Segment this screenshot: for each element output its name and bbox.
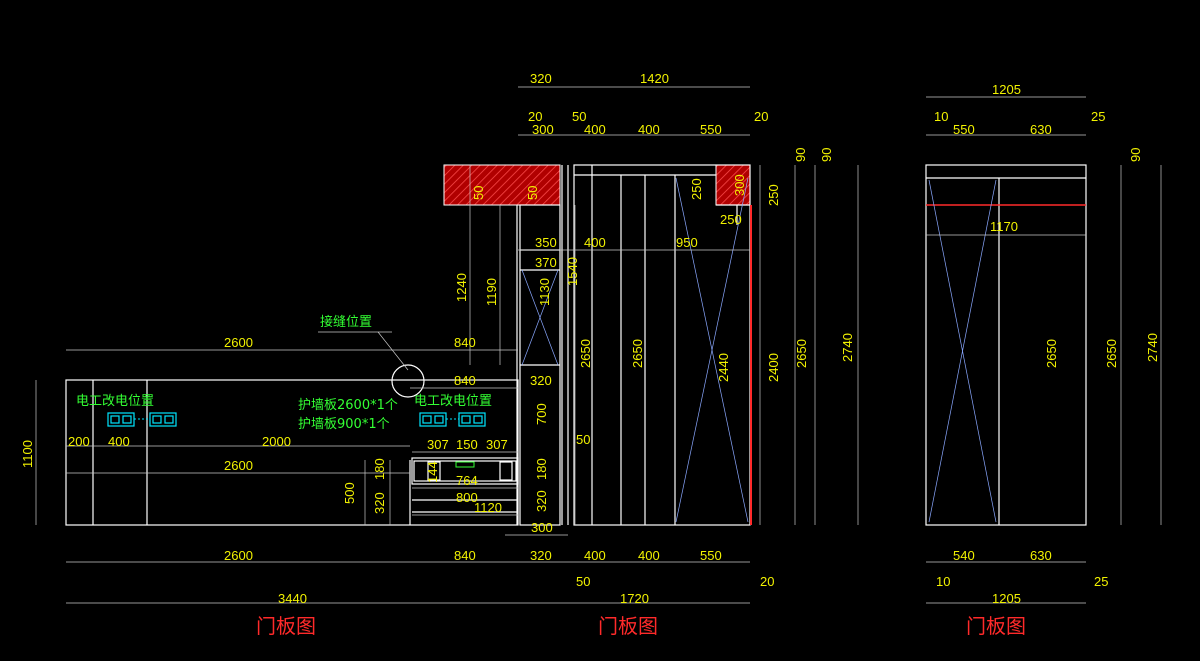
panel-label-a: 护墙板2600*1个	[298, 398, 398, 413]
seam-circle	[391, 364, 425, 398]
dim-text: 300	[532, 122, 554, 137]
dim-text: 250	[720, 212, 742, 227]
dim-text: 25	[1091, 109, 1105, 124]
dim-text: 370	[535, 255, 557, 270]
dim-text: 1130	[537, 278, 552, 306]
dim-text: 144	[425, 461, 440, 483]
dim-text: 400	[638, 548, 660, 563]
right-elevation	[925, 164, 1087, 526]
dim-text: 540	[953, 548, 975, 563]
dim-text: 1205	[992, 591, 1021, 606]
dim-text: 840	[454, 335, 476, 350]
dim-text: 307	[486, 437, 508, 452]
dim-text: 320	[530, 71, 552, 86]
electric-label-right: 电工改电位置	[414, 394, 492, 409]
dim-text: 90	[793, 148, 808, 162]
dim-text: 2650	[1044, 339, 1059, 368]
dim-text: 2000	[262, 434, 291, 449]
dim-text: 1240	[454, 273, 469, 302]
dim-text: 840	[454, 548, 476, 563]
dim-text: 25	[1094, 574, 1108, 589]
dim-text: 50	[576, 432, 590, 447]
dim-text: 400	[108, 434, 130, 449]
dim-text: 20	[754, 109, 768, 124]
dim-text: 1170	[990, 219, 1018, 234]
dim-text: 180	[372, 458, 387, 480]
dim-text: 2600	[224, 548, 253, 563]
left-elevation	[65, 331, 519, 526]
dim-text: 50	[572, 109, 586, 124]
dim-text: 20	[760, 574, 774, 589]
dim-text: 50	[525, 186, 540, 200]
dim-text: 2440	[716, 353, 731, 382]
dim-text: 20	[528, 109, 542, 124]
title-left: 门板图	[256, 614, 316, 638]
dim-text: 250	[766, 184, 781, 206]
dim-text: 320	[530, 548, 552, 563]
dim-text: 1720	[620, 591, 649, 606]
dim-text: 350	[535, 235, 557, 250]
middle-elevation	[443, 164, 752, 526]
dim-text: 700	[534, 403, 549, 425]
dim-text: 50	[471, 186, 486, 200]
dim-text: 2400	[766, 353, 781, 382]
dim-text: 1205	[992, 82, 1021, 97]
dim-text: 1120	[474, 500, 502, 515]
seam-label: 接缝位置	[320, 314, 372, 330]
dim-text: 550	[953, 122, 975, 137]
dim-text: 764	[456, 473, 478, 488]
dim-text: 550	[700, 122, 722, 137]
dim-text: 300	[531, 520, 553, 535]
dim-text: 250	[689, 178, 704, 200]
dim-text: 2600	[224, 458, 253, 473]
dim-text: 800	[456, 490, 478, 505]
dim-text: 2740	[840, 333, 855, 362]
dim-text: 2600	[224, 335, 253, 350]
dim-text: 2650	[1104, 339, 1119, 368]
dim-text: 3440	[278, 591, 307, 606]
dim-text: 630	[1030, 548, 1052, 563]
outlet-icon	[107, 412, 486, 427]
dim-text: 2740	[1145, 333, 1160, 362]
dim-text: 2650	[630, 339, 645, 368]
dim-text: 1420	[640, 71, 669, 86]
dim-text: 630	[1030, 122, 1052, 137]
dim-text: 400	[584, 548, 606, 563]
dim-text: 550	[700, 548, 722, 563]
dim-text: 150	[456, 437, 478, 452]
dim-text: 10	[936, 574, 950, 589]
dim-text: 10	[934, 109, 948, 124]
dim-text: 180	[534, 458, 549, 480]
panel-label-b: 护墙板900*1个	[298, 417, 390, 432]
title-right: 门板图	[966, 614, 1026, 638]
dim-text: 320	[530, 373, 552, 388]
dimension-lines	[35, 86, 1162, 604]
dim-text: 2650	[794, 339, 809, 368]
dim-text: 1100	[20, 440, 35, 468]
dim-text: 320	[372, 492, 387, 514]
dim-text: 300	[732, 174, 747, 196]
dim-text: 400	[638, 122, 660, 137]
dim-text: 950	[676, 235, 698, 250]
dim-text: 840	[454, 373, 476, 388]
dim-text: 1540	[565, 257, 580, 286]
dim-text: 320	[534, 490, 549, 512]
dim-text: 307	[427, 437, 449, 452]
electric-label-left: 电工改电位置	[76, 394, 154, 409]
title-middle: 门板图	[598, 614, 658, 638]
dim-text: 1190	[484, 278, 499, 306]
dim-text: 500	[342, 482, 357, 504]
dim-text: 90	[819, 148, 834, 162]
dim-text: 2650	[578, 339, 593, 368]
dim-text: 90	[1128, 148, 1143, 162]
dim-text: 50	[576, 574, 590, 589]
dim-text: 400	[584, 122, 606, 137]
dim-text: 400	[584, 235, 606, 250]
dim-text: 200	[68, 434, 90, 449]
